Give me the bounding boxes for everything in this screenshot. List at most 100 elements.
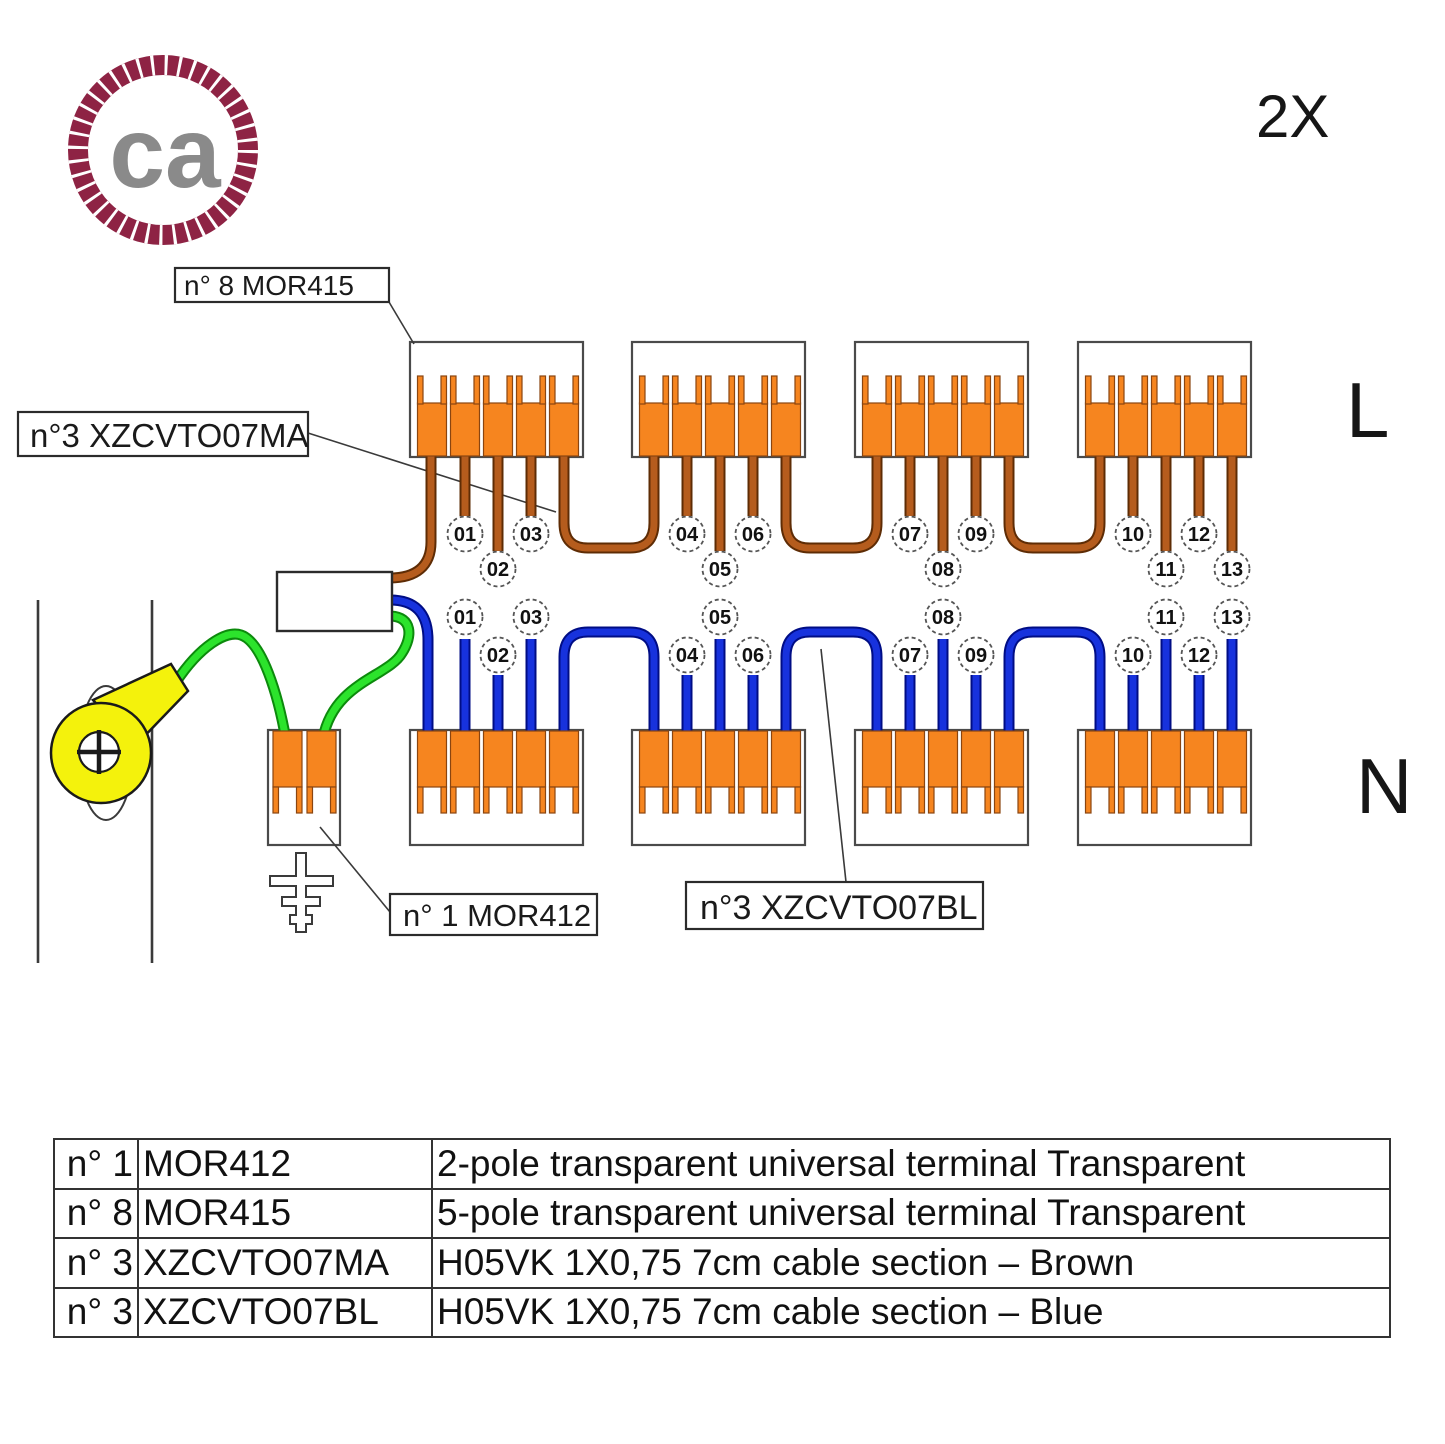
callout-box-xzcvto07ma xyxy=(16,410,310,458)
logo-rope-strands xyxy=(68,55,258,245)
pole-prong xyxy=(1117,375,1125,405)
pole-body xyxy=(306,730,337,788)
pole-prong xyxy=(539,375,547,405)
wire-number-badge xyxy=(512,598,550,636)
wire-number: 04 xyxy=(676,645,699,667)
terminal-poles xyxy=(272,375,1248,814)
wire-number-badge xyxy=(924,598,962,636)
wire-number: 12 xyxy=(1188,524,1210,546)
wire-number: 06 xyxy=(742,524,764,546)
callout-box-mor412 xyxy=(388,892,599,937)
wire-number: 13 xyxy=(1221,559,1243,581)
cell-sku: MOR415 xyxy=(137,1187,433,1239)
pole-prong xyxy=(984,786,992,814)
callout-label-xzcvto07bl: n°3 XZCVTO07BL xyxy=(700,889,978,927)
pole-prong xyxy=(671,375,679,405)
pole-prong xyxy=(506,375,514,405)
pole-prong xyxy=(473,375,481,405)
pole-prong xyxy=(295,786,303,814)
pole-body xyxy=(1183,402,1215,457)
pole-body xyxy=(515,730,547,788)
pole-prong xyxy=(1240,375,1248,405)
logo-text: ca xyxy=(109,97,222,209)
pole-body xyxy=(894,730,926,788)
wire-number-badge xyxy=(479,550,517,588)
loop-wire-blue xyxy=(558,626,660,740)
wire-number: 01 xyxy=(454,607,476,629)
pole-prong xyxy=(794,375,802,405)
row-label-line: L xyxy=(1346,366,1389,454)
pole-prong xyxy=(662,375,670,405)
brand-logo: ca xyxy=(68,55,258,245)
pole-prong xyxy=(449,786,457,814)
pole-prong xyxy=(794,786,802,814)
pole-prong xyxy=(1017,786,1025,814)
pole-prong xyxy=(1150,786,1158,814)
pole-prong xyxy=(638,786,646,814)
cell-sku: MOR412 xyxy=(137,1138,433,1190)
pole-prong xyxy=(770,375,778,405)
pole-prong xyxy=(918,786,926,814)
loop-wire-brown xyxy=(560,450,658,552)
pole-prong xyxy=(572,375,580,405)
cell-sku: XZCVTO07BL xyxy=(137,1286,433,1338)
loop-wire-blue xyxy=(1005,628,1104,740)
loop-wire-blue xyxy=(1003,626,1106,740)
pole-prong xyxy=(737,375,745,405)
cell-desc: 2-pole transparent universal terminal Tr… xyxy=(431,1138,1391,1190)
wire-number-badge xyxy=(446,515,484,553)
wire-number-badge xyxy=(924,550,962,588)
pole-prong xyxy=(993,375,1001,405)
pole-prong xyxy=(482,375,490,405)
wire-number-badge xyxy=(701,550,739,588)
table-row: n° 3 XZCVTO07MA H05VK 1X0,75 7cm cable s… xyxy=(53,1237,1391,1289)
wire-number-badge xyxy=(512,515,550,553)
diagram-canvas: 0102030102030405060405060708090708091011… xyxy=(16,55,1412,963)
pole-prong xyxy=(695,375,703,405)
wire-number-badge xyxy=(1147,598,1185,636)
pole-body xyxy=(1084,730,1116,788)
quantity-note: 2X xyxy=(1256,83,1329,150)
wire-number-badge xyxy=(1147,550,1185,588)
cell-qty: n° 8 xyxy=(53,1187,139,1239)
pole-prong xyxy=(984,375,992,405)
pole-prong xyxy=(671,786,679,814)
pole-prong xyxy=(548,375,556,405)
pole-prong xyxy=(728,375,736,405)
pole-prong xyxy=(761,786,769,814)
wire-number: 05 xyxy=(709,607,731,629)
pole-body xyxy=(1216,730,1248,788)
wire-number-badge xyxy=(446,598,484,636)
pole-prong xyxy=(539,786,547,814)
pole-prong xyxy=(449,375,457,405)
pole-body xyxy=(737,402,769,457)
pole-body xyxy=(671,730,703,788)
pole-prong xyxy=(306,786,314,814)
pole-body xyxy=(449,402,481,457)
pole-prong xyxy=(951,786,959,814)
pole-prong xyxy=(894,375,902,405)
pole-body xyxy=(1150,730,1182,788)
pole-body xyxy=(482,730,514,788)
wire-number: 09 xyxy=(965,524,987,546)
cell-desc: 5-pole transparent universal terminal Tr… xyxy=(431,1187,1391,1239)
pole-prong xyxy=(1017,375,1025,405)
pole-body xyxy=(1150,402,1182,457)
pole-body xyxy=(737,730,769,788)
pole-prong xyxy=(473,786,481,814)
pole-prong xyxy=(885,786,893,814)
pole-body xyxy=(638,730,670,788)
pole-body xyxy=(548,402,580,457)
callouts: n° 8 MOR415 n°3 XZCVTO07MA n° 1 MOR412 n… xyxy=(16,266,985,937)
pole-body xyxy=(1117,402,1149,457)
pole-prong xyxy=(737,786,745,814)
pole-prong xyxy=(761,375,769,405)
loop-wire-brown xyxy=(558,450,660,554)
wire-number: 04 xyxy=(676,524,699,546)
pole-prong xyxy=(548,786,556,814)
pole-prong xyxy=(1108,786,1116,814)
loop-wire-blue xyxy=(560,628,658,740)
pole-prong xyxy=(1174,786,1182,814)
pole-prong xyxy=(894,786,902,814)
wire-number-badge xyxy=(668,636,706,674)
